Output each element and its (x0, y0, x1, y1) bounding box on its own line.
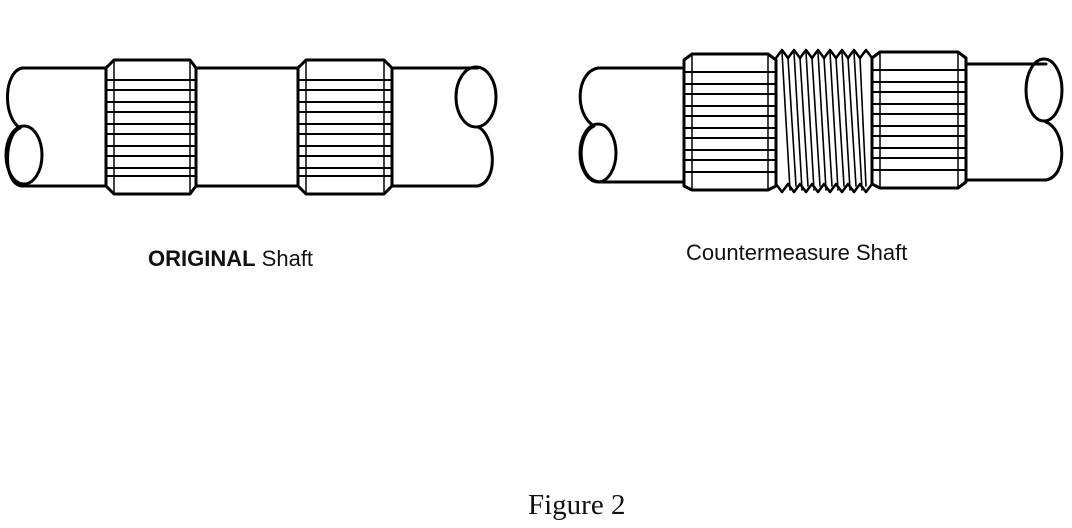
countermeasure-shaft-right-end-face (1024, 57, 1064, 123)
original-shaft-right-end (476, 125, 494, 188)
original-shaft-right-end-face (454, 65, 498, 129)
original-shaft-label-rest: Shaft (255, 246, 314, 271)
original-shaft-label-bold: ORIGINAL (148, 246, 256, 271)
countermeasure-spline-band-right (870, 50, 968, 190)
original-shaft (4, 58, 498, 196)
original-shaft-left-end-face (4, 124, 44, 186)
countermeasure-shaft (578, 48, 1064, 194)
original-shaft-label: ORIGINAL Shaft (148, 246, 313, 272)
countermeasure-shaft-label: Countermeasure Shaft (686, 240, 908, 265)
original-spline-band-1 (104, 58, 198, 196)
countermeasure-spline-band-left (682, 52, 778, 192)
countermeasure-shaft-right-end (1044, 120, 1064, 182)
figure-caption: Figure 2 (528, 489, 626, 521)
original-spline-band-2 (296, 58, 394, 196)
countermeasure-shaft-left-end-face (578, 122, 618, 184)
countermeasure-thread-section (774, 48, 874, 194)
